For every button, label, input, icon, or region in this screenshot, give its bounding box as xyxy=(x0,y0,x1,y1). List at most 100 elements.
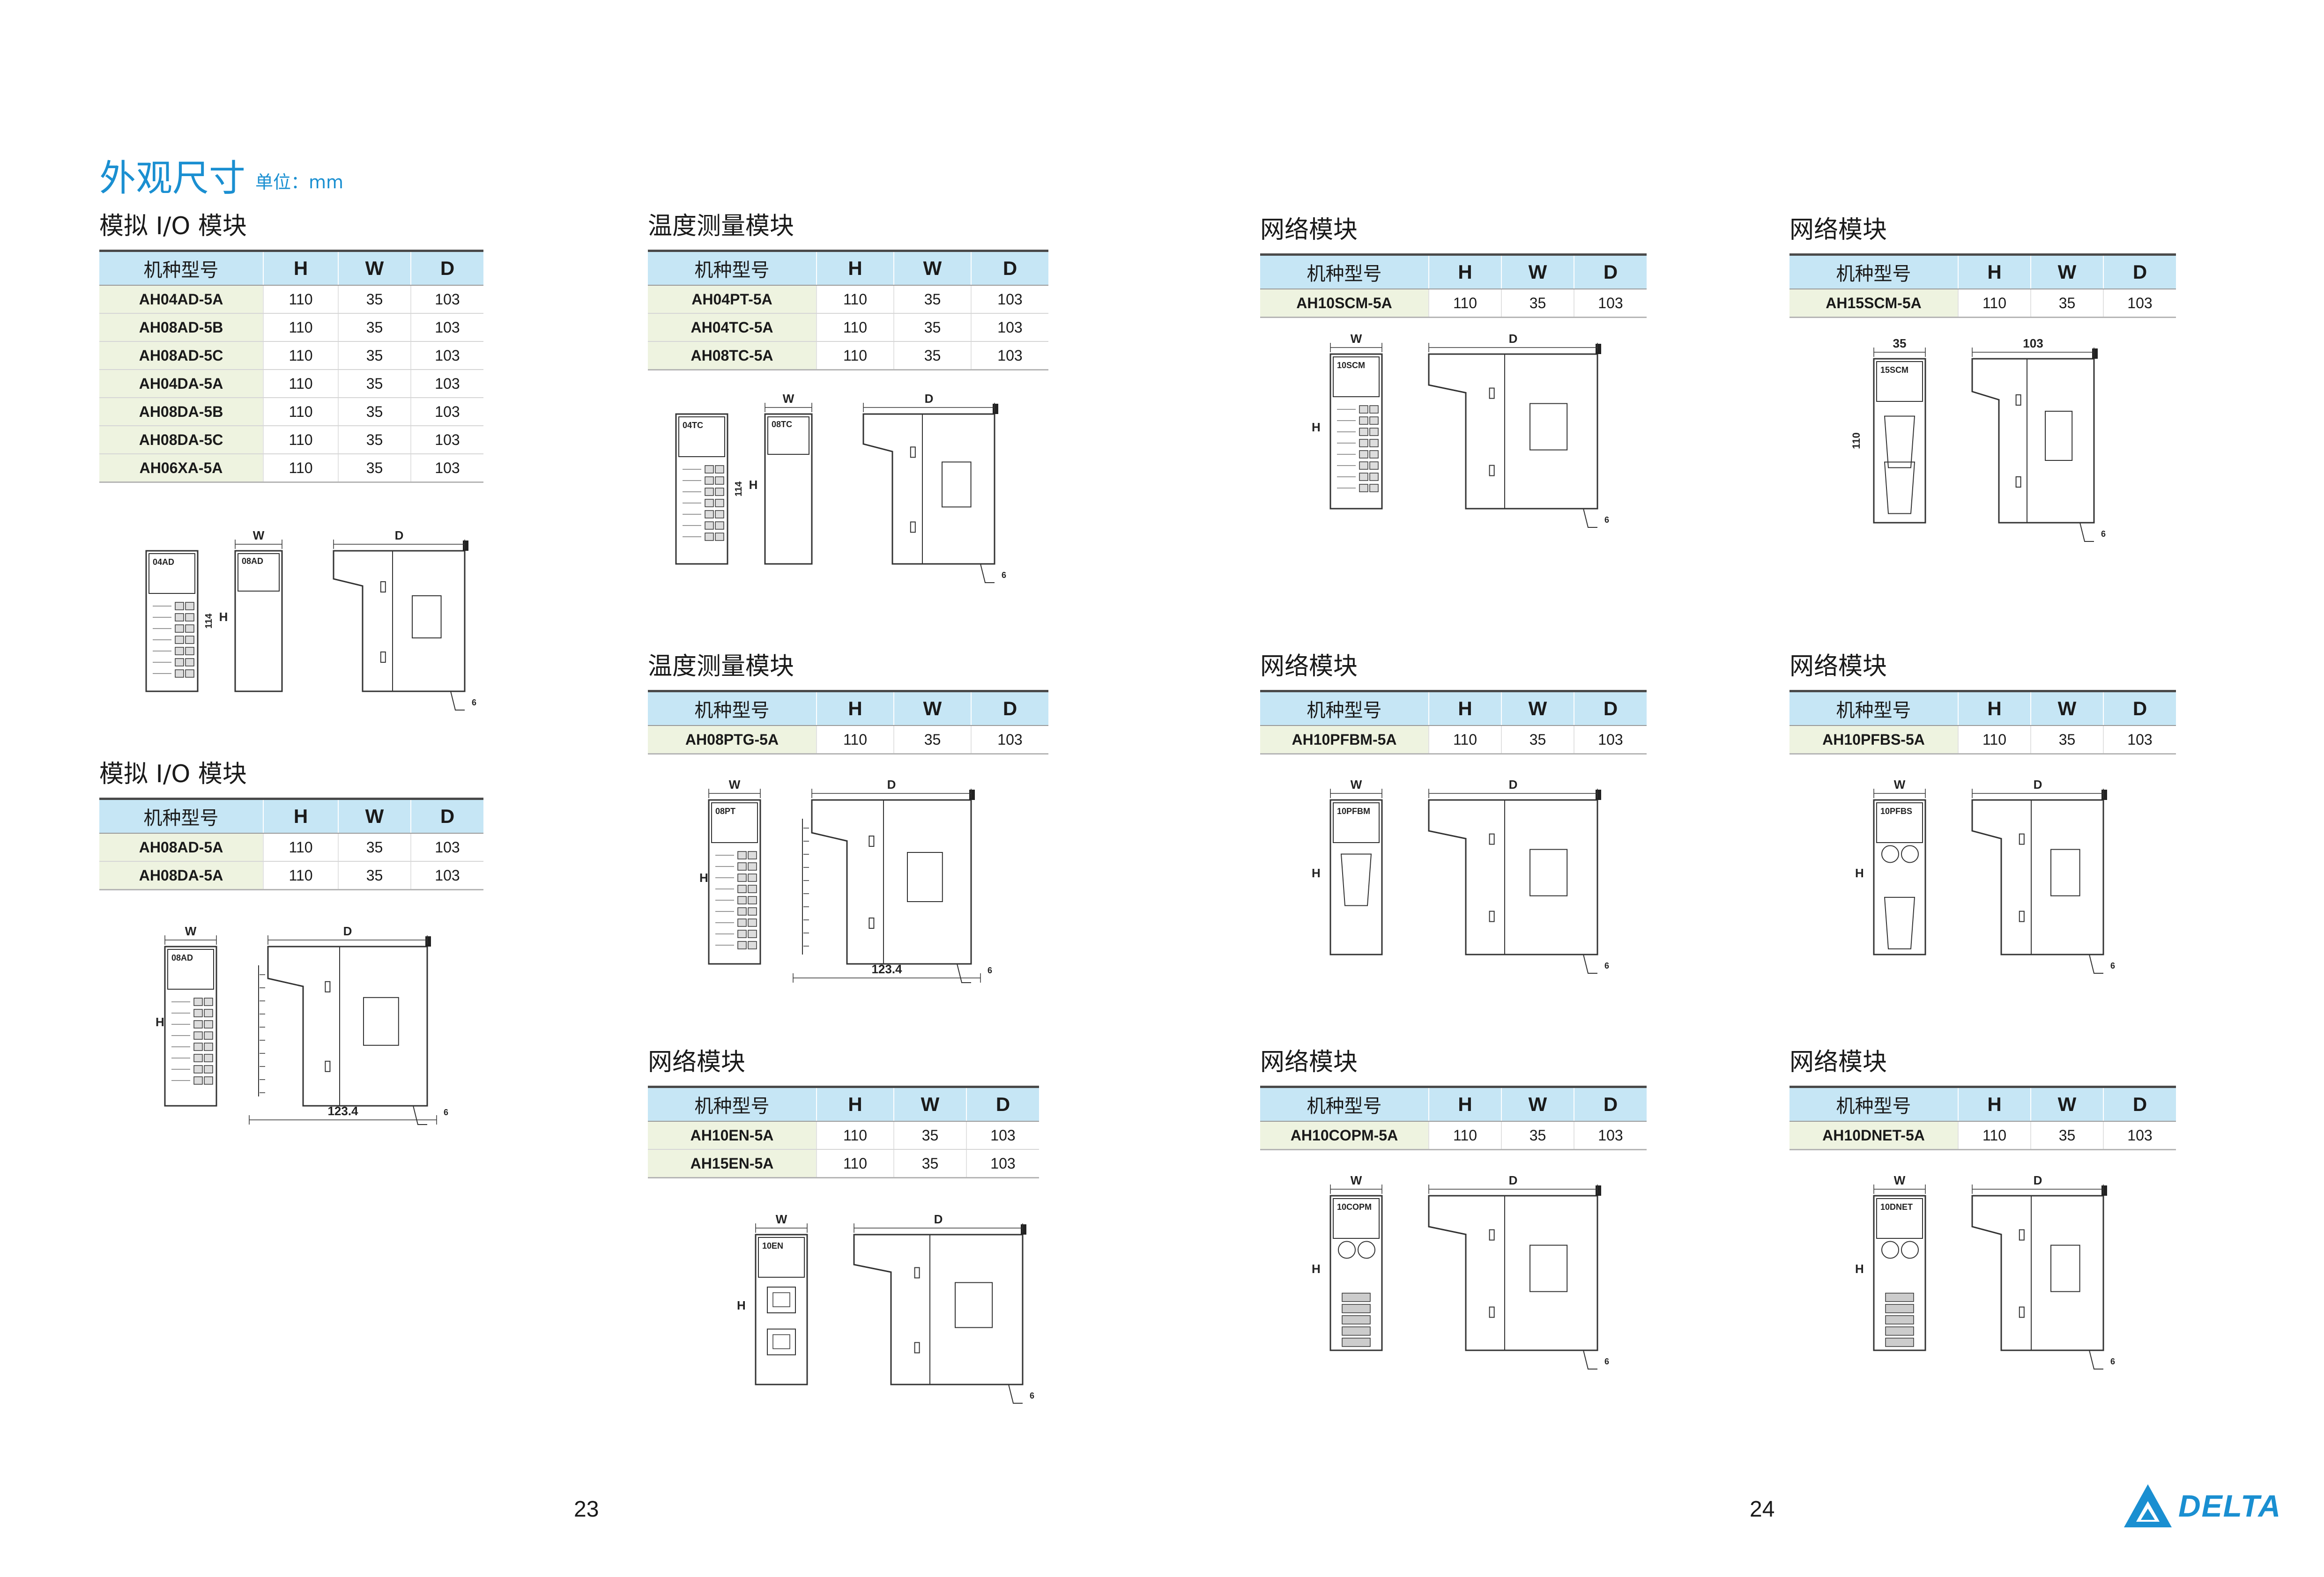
side-latch xyxy=(1489,387,1495,399)
page-title: 外观尺寸 xyxy=(99,157,246,200)
model-cell: AH10DNET-5A xyxy=(1789,1121,1958,1150)
terminal-screw xyxy=(715,510,724,518)
column-header-h: H xyxy=(263,250,338,286)
column-header-w: W xyxy=(2030,690,2103,726)
terminal-screw xyxy=(1359,484,1368,492)
terminal-screw xyxy=(737,851,747,859)
model-cell: AH15SCM-5A xyxy=(1789,289,1958,318)
side-label-window xyxy=(907,852,943,902)
module-front-outline xyxy=(1329,353,1383,510)
column-header-w: W xyxy=(338,798,411,834)
terminal-screw xyxy=(748,907,757,916)
column-header-h: H xyxy=(263,798,338,834)
model-cell: AH10PFBS-5A xyxy=(1789,726,1958,755)
height-cell: 110 xyxy=(263,313,338,342)
column-header-w: W xyxy=(893,1086,966,1122)
column-header-model: 机种型号 xyxy=(1789,253,1958,289)
column-header-h: H xyxy=(816,690,894,726)
ethernet-port-icon xyxy=(767,1328,796,1355)
ethernet-port-jack xyxy=(772,1334,790,1349)
model-cell: AH04AD-5A xyxy=(99,285,263,314)
page-number-left: 23 xyxy=(574,1497,599,1522)
side-latch xyxy=(869,918,875,929)
depth-cell: 103 xyxy=(410,398,483,426)
delta-logo-text: DELTA xyxy=(2178,1488,2282,1523)
dimension-label: W xyxy=(1351,1173,1362,1187)
section-title: 温度测量模块 xyxy=(648,652,794,681)
module-model-tag: 04TC xyxy=(683,421,703,430)
terminal-screw xyxy=(705,465,714,474)
section-title: 网络模块 xyxy=(1789,1048,1887,1076)
side-latch xyxy=(1489,1229,1495,1241)
terminal-screw xyxy=(748,851,757,859)
plug-terminal xyxy=(1342,1338,1371,1347)
mounting-tab xyxy=(969,790,975,800)
column-header-w: W xyxy=(2030,1086,2103,1122)
terminal-screw xyxy=(748,930,757,938)
plug-terminal xyxy=(1885,1315,1914,1325)
depth-cell: 103 xyxy=(410,426,483,454)
model-cell: AH08AD-5B xyxy=(99,313,263,342)
terminal-screw xyxy=(193,1031,203,1040)
module-label-panel xyxy=(1333,1198,1380,1239)
dimension-label: D xyxy=(1509,1173,1518,1187)
height-dimension-label: H xyxy=(1312,866,1321,880)
depth-cell: 103 xyxy=(971,285,1048,314)
width-cell: 35 xyxy=(893,341,971,370)
model-cell: AH08TC-5A xyxy=(648,341,817,370)
width-cell: 35 xyxy=(2030,1121,2103,1150)
model-cell: AH10SCM-5A xyxy=(1260,289,1429,318)
terminal-screw xyxy=(175,613,184,622)
side-latch xyxy=(910,446,916,458)
dimension-label: D xyxy=(887,777,896,792)
height-dimension-label: H xyxy=(737,1298,746,1312)
module-model-tag: 10EN xyxy=(762,1241,783,1251)
column-header-w: W xyxy=(893,250,971,286)
width-cell: 35 xyxy=(338,833,411,862)
section-title: 模拟 I/O 模块 xyxy=(99,212,247,240)
width-cell: 35 xyxy=(893,1121,966,1150)
depth-cell: 103 xyxy=(2103,726,2176,755)
terminal-screw xyxy=(705,510,714,518)
terminal-screw xyxy=(1359,439,1368,447)
side-label-window xyxy=(1530,403,1568,451)
side-latch xyxy=(1489,833,1495,845)
height-value-label: 114 xyxy=(734,481,744,496)
column-header-h: H xyxy=(1958,690,2031,726)
module-label-panel xyxy=(1876,802,1923,843)
width-cell: 35 xyxy=(338,313,411,342)
mounting-tab xyxy=(425,936,431,947)
height-cell: 110 xyxy=(816,313,894,342)
terminal-screw xyxy=(715,521,724,530)
terminal-screw xyxy=(193,1020,203,1029)
depth-cell: 103 xyxy=(971,726,1048,755)
depth-cell: 103 xyxy=(971,313,1048,342)
din-rail-clip xyxy=(2079,522,2094,542)
module-front-outline xyxy=(1873,1195,1926,1351)
model-cell: AH10EN-5A xyxy=(648,1121,817,1150)
depth-cell: 103 xyxy=(2103,1121,2176,1150)
depth-cell: 103 xyxy=(410,341,483,370)
terminal-screw xyxy=(193,1076,203,1085)
model-cell: AH08DA-5B xyxy=(99,398,263,426)
din-rail-clip xyxy=(957,963,971,983)
width-cell: 35 xyxy=(338,341,411,370)
terminal-screw xyxy=(737,930,747,938)
model-cell: AH04TC-5A xyxy=(648,313,817,342)
ethernet-port-jack xyxy=(772,1292,790,1307)
module-front-outline xyxy=(1873,358,1926,524)
terminal-screw xyxy=(175,647,184,655)
model-cell: AH10PFBM-5A xyxy=(1260,726,1429,755)
module-side-outline xyxy=(853,1234,1024,1385)
height-dimension-label: H xyxy=(1312,1262,1321,1276)
module-model-tag: 10COPM xyxy=(1337,1202,1372,1212)
